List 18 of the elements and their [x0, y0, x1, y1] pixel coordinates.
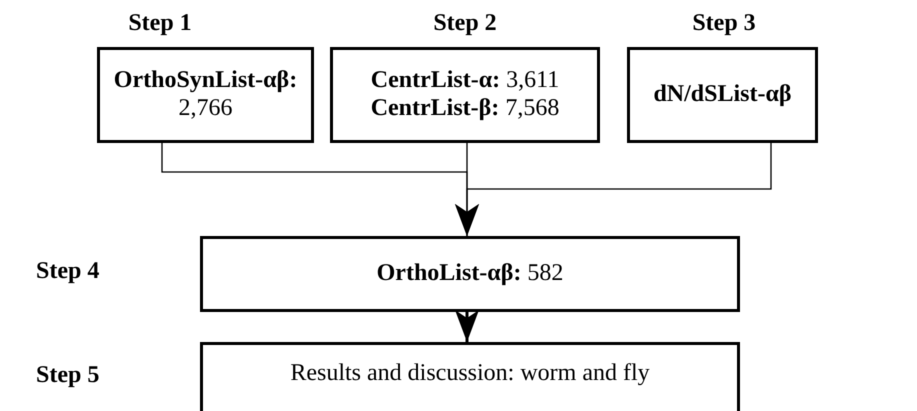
box-text: dN/dSList-αβ: [653, 81, 792, 109]
process-box: [200, 236, 740, 312]
step-heading: Step 3: [692, 10, 756, 37]
connector-arrow: [455, 143, 772, 236]
box-text: OrthoList-αβ: 582: [376, 260, 564, 288]
process-box: [200, 342, 740, 411]
process-box: [97, 47, 314, 143]
step-label: Step 5: [36, 362, 100, 389]
step-heading: Step 1: [128, 10, 192, 37]
box-text: Results and discussion: worm and fly: [290, 360, 650, 388]
process-box: [330, 47, 600, 143]
box-text: CentrList-α: 3,611: [370, 67, 560, 95]
step-label: Step 4: [36, 258, 100, 285]
step-heading: Step 2: [433, 10, 497, 37]
box-text: OrthoSynList-αβ: 2,766: [112, 67, 298, 123]
connector-arrow: [455, 310, 479, 342]
process-box: [627, 47, 818, 143]
box-text: CentrList-β: 7,568: [370, 95, 560, 123]
